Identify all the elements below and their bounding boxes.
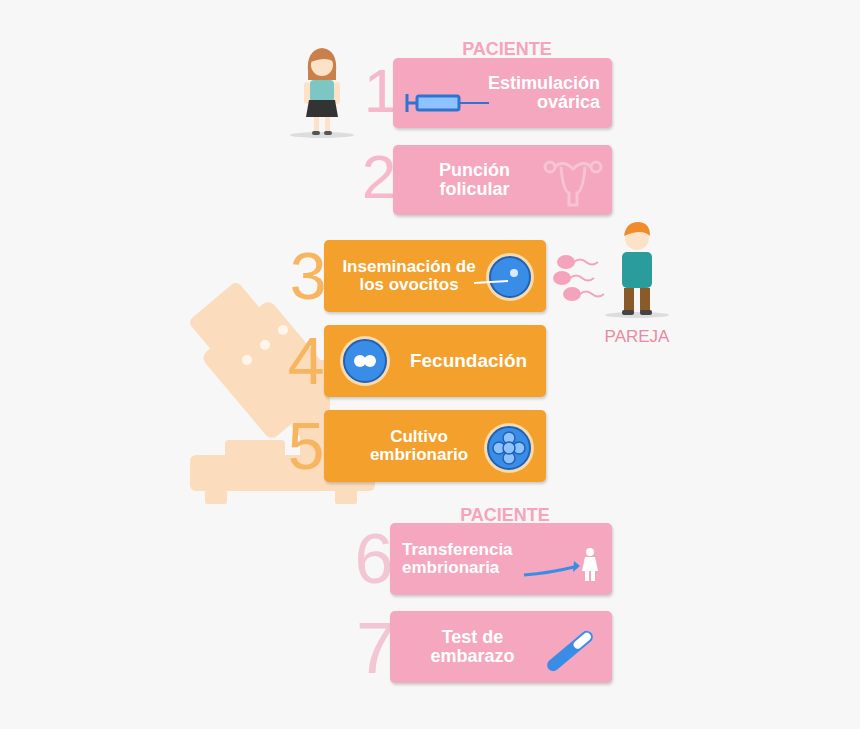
embryo-icon <box>482 421 536 475</box>
step-text-area: Estimulación ovárica <box>488 58 600 128</box>
callout-number: 6 <box>355 524 394 594</box>
man-figure <box>605 222 669 318</box>
step-box: Transferencia embrionaria <box>390 523 612 595</box>
step-text: Inseminación de los ovocitos <box>334 258 484 294</box>
step-text: Punción folicular <box>407 161 542 199</box>
step-text: Transferencia embrionaria <box>402 541 552 577</box>
step-text-area: Transferencia embrionaria <box>402 523 552 595</box>
step-text-area: Punción folicular <box>407 145 542 215</box>
step-text: Test de embarazo <box>410 628 535 666</box>
step-text: Fecundación <box>396 351 541 371</box>
step-text: Estimulación ovárica <box>488 74 600 112</box>
step-box: Inseminación de los ovocitos <box>324 240 546 312</box>
group-heading: PACIENTE <box>460 506 550 524</box>
step-box: Fecundación <box>324 325 546 397</box>
syringe-icon <box>405 90 491 116</box>
step-text-area: Inseminación de los ovocitos <box>334 240 484 312</box>
step-box: Punción folicular <box>393 145 612 215</box>
callout-number: 3 <box>290 243 327 309</box>
group-heading: PACIENTE <box>462 40 552 58</box>
step-box: Cultivo embrionario <box>324 410 546 482</box>
sperm <box>554 256 604 300</box>
transfer-icon <box>520 545 600 585</box>
microscope-dots <box>242 325 288 365</box>
step-text-area: Cultivo embrionario <box>354 410 484 482</box>
callout-number: 4 <box>288 328 325 394</box>
oocyte-icon <box>474 251 534 303</box>
callout-number: 2 <box>362 146 396 208</box>
callout-number: 5 <box>288 413 325 479</box>
step-box: Estimulación ovárica <box>393 58 612 128</box>
step-text: Cultivo embrionario <box>354 428 484 464</box>
step-text-area: Test de embarazo <box>410 611 535 683</box>
woman-figure <box>290 48 354 138</box>
pregnancy-test-icon <box>540 627 600 675</box>
zygote-icon <box>338 334 392 388</box>
group-heading: PAREJA <box>605 328 670 345</box>
step-text-area: Fecundación <box>396 325 541 397</box>
step-box: Test de embarazo <box>390 611 612 683</box>
uterus-icon <box>543 153 603 209</box>
